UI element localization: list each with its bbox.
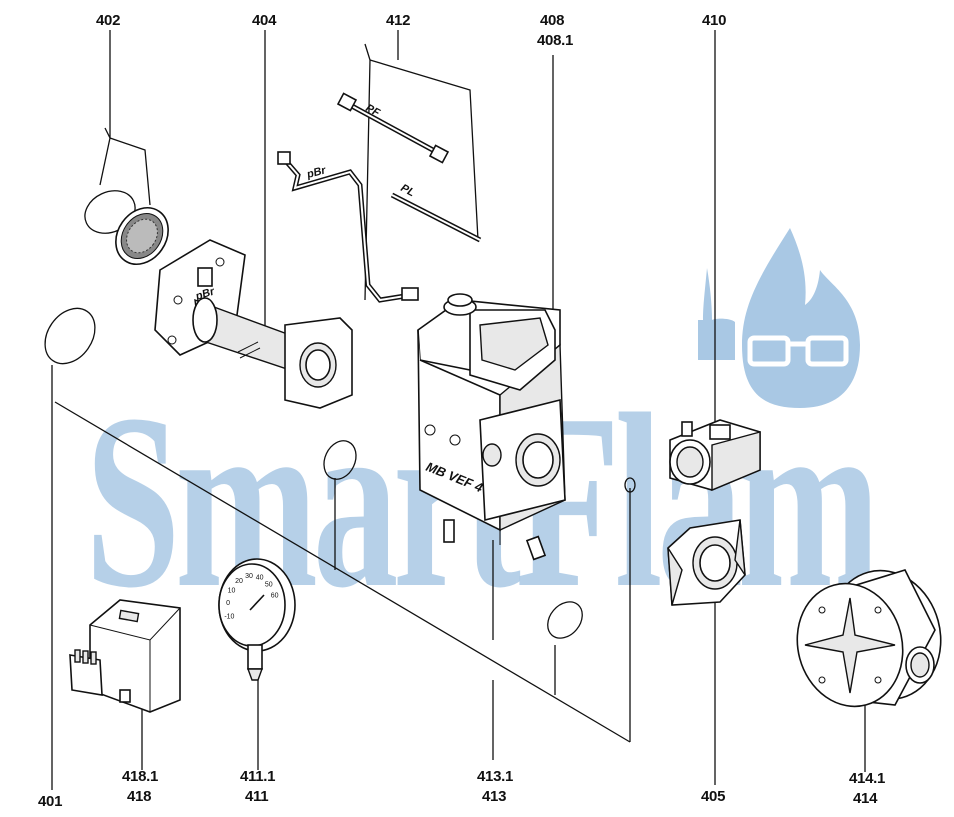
tube-pbr-label: pBr: [305, 164, 328, 181]
flame-logo-icon: [698, 228, 860, 408]
gauge-tick-label: 30: [245, 573, 253, 580]
leader-lines: [51, 30, 866, 790]
part-414-housing: [796, 569, 942, 708]
part-408-valve-body: MB VEF 4: [417, 293, 566, 561]
label-401: 401: [38, 793, 62, 810]
part-labels: 402 404 412 408 408.1 410 401 418.1 418 …: [38, 12, 885, 810]
label-410: 410: [702, 12, 726, 29]
part-402-ring-filter: [84, 190, 169, 265]
gauge-tick-label: 0: [226, 600, 230, 607]
label-413: 413: [482, 788, 506, 805]
tube-pl-label: PL: [399, 182, 417, 199]
label-418: 418: [127, 788, 151, 805]
label-408: 408: [540, 12, 564, 29]
label-405: 405: [701, 788, 725, 805]
label-414: 414: [853, 790, 878, 807]
part-404-flange-pipe: pBr: [154, 239, 353, 409]
gauge-tick-label: 20: [235, 578, 243, 585]
part-401-o-ring: [44, 307, 96, 365]
part-412-tubes: PF PL pBr: [277, 92, 482, 303]
label-418-1: 418.1: [122, 768, 158, 785]
label-408-1: 408.1: [537, 32, 573, 49]
gauge-tick-label: 50: [265, 582, 273, 589]
tube-pf-label: PF: [364, 102, 382, 119]
label-411-1: 411.1: [240, 768, 275, 785]
gauge-tick-label: 40: [256, 575, 264, 582]
part-410-solenoid: [669, 419, 761, 492]
part-418-actuator: [69, 599, 181, 713]
label-412: 412: [386, 12, 410, 29]
label-411: 411: [245, 788, 268, 805]
part-413-o-rings: [323, 440, 636, 639]
part-405-flange: [667, 519, 746, 606]
gauge-tick-label: -10: [224, 613, 234, 620]
label-414-1: 414.1: [849, 770, 885, 787]
label-404: 404: [252, 12, 277, 29]
label-402: 402: [96, 12, 120, 29]
gauge-tick-label: 60: [271, 593, 279, 600]
label-413-1: 413.1: [477, 768, 513, 785]
gauge-tick-label: 10: [228, 587, 236, 594]
